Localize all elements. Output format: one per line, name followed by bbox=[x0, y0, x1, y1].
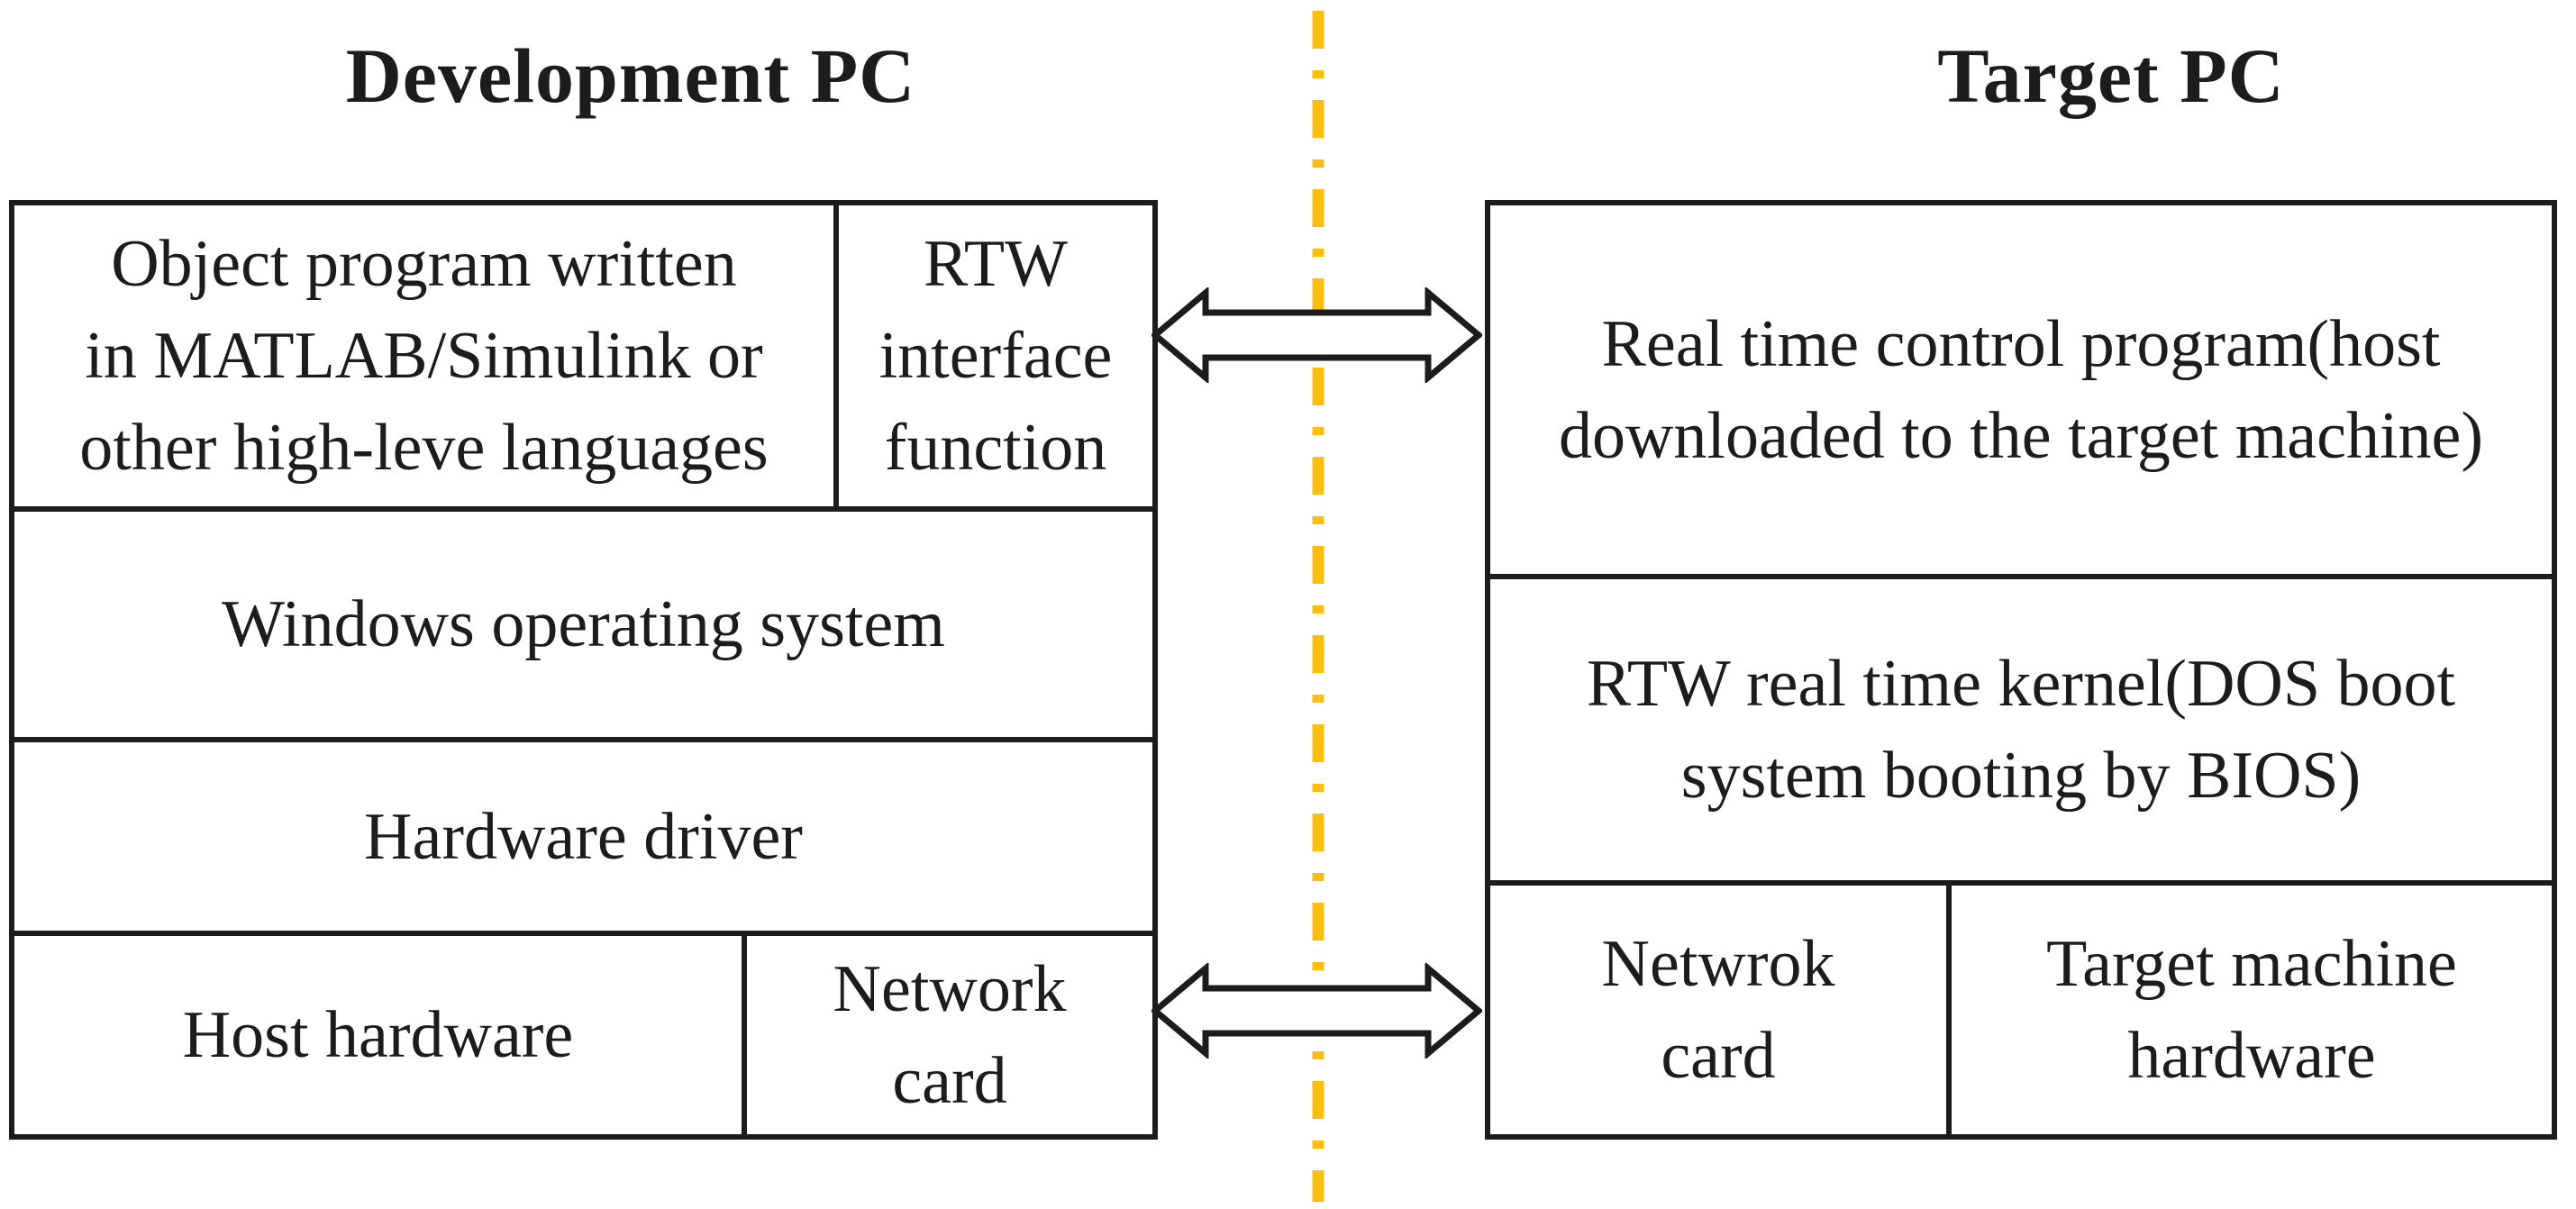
target-row-kernel: RTW real time kernel(DOS boot system boo… bbox=[1490, 574, 2552, 880]
realtime-control-program-cell: Real time control program(host downloade… bbox=[1558, 306, 2484, 473]
development-pc-block: Object program written in MATLAB/Simulin… bbox=[9, 200, 1158, 1140]
double-arrow-shape bbox=[1151, 963, 1482, 1059]
target-network-card-cell: Netwrok card bbox=[1490, 886, 1952, 1134]
target-machine-hardware-cell: Target machine hardware bbox=[2046, 927, 2457, 1093]
development-row-driver: Hardware driver bbox=[14, 737, 1152, 931]
rtw-realtime-kernel-cell: RTW real time kernel(DOS boot system boo… bbox=[1586, 647, 2456, 813]
development-row-application: Object program written in MATLAB/Simulin… bbox=[14, 205, 1152, 506]
object-program-cell: Object program written in MATLAB/Simulin… bbox=[14, 205, 839, 506]
bottom-bidirectional-arrow-icon bbox=[1151, 963, 1482, 1059]
windows-operating-system-cell: Windows operating system bbox=[222, 587, 945, 661]
hardware-driver-cell: Hardware driver bbox=[364, 799, 803, 874]
target-row-program: Real time control program(host downloade… bbox=[1490, 205, 2552, 574]
target-pc-block: Real time control program(host downloade… bbox=[1485, 200, 2557, 1140]
rtw-interface-function-cell: RTW interface function bbox=[878, 227, 1113, 485]
development-network-card-cell: Network card bbox=[833, 952, 1067, 1118]
development-row-os: Windows operating system bbox=[14, 506, 1152, 737]
top-bidirectional-arrow-icon bbox=[1151, 287, 1482, 383]
target-row-hardware: Netwrok card Target machine hardware bbox=[1490, 880, 2552, 1134]
target-pc-title: Target PC bbox=[1937, 32, 2285, 119]
development-pc-title: Development PC bbox=[345, 32, 916, 119]
double-arrow-shape bbox=[1151, 287, 1482, 383]
host-hardware-cell: Host hardware bbox=[14, 936, 747, 1134]
development-row-hardware: Host hardware Network card bbox=[14, 931, 1152, 1134]
